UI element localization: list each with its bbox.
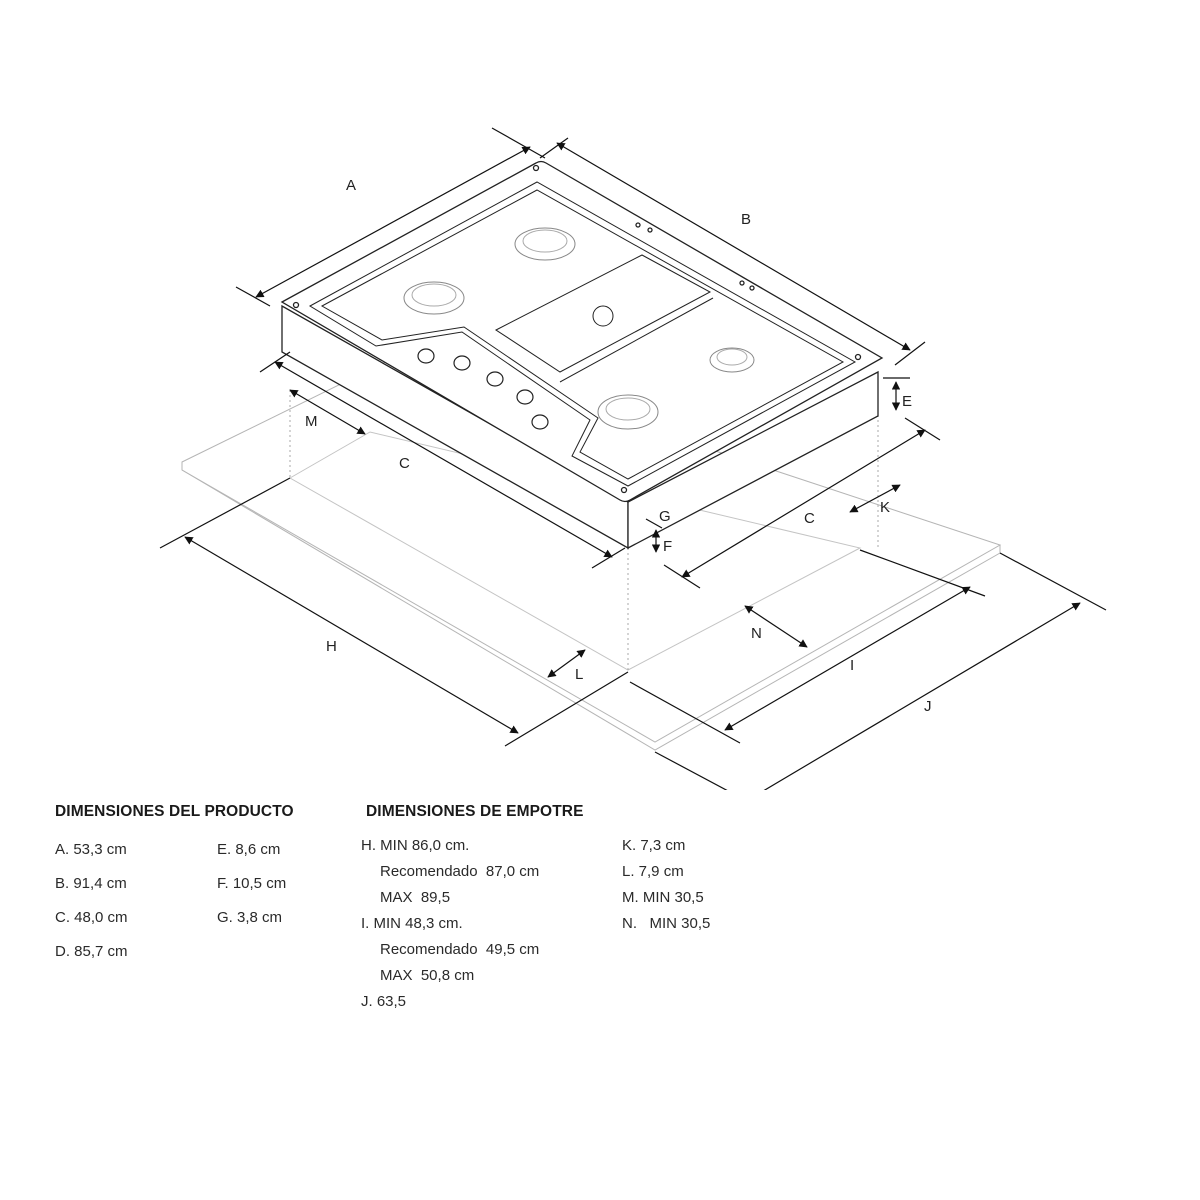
dim-A: A. 53,3 cm	[55, 841, 127, 858]
label-E: E	[902, 393, 912, 410]
dimension-labels: A B C C E F G H I J K L M N	[305, 177, 932, 715]
label-C-left: C	[399, 455, 410, 472]
wok-burner-center	[592, 305, 614, 327]
label-G: G	[659, 508, 671, 525]
dim-F: F. 10,5 cm	[217, 875, 287, 892]
knob-2	[453, 355, 471, 371]
dimension-lines	[159, 127, 1107, 790]
label-M: M	[305, 413, 318, 430]
dim-M: M. MIN 30,5	[622, 889, 704, 906]
label-C-right: C	[804, 510, 815, 527]
label-N: N	[751, 625, 762, 642]
label-B: B	[741, 211, 751, 228]
dim-G: G. 3,8 cm	[217, 909, 283, 926]
dim-E: E. 8,6 cm	[217, 841, 281, 858]
label-J: J	[924, 698, 932, 715]
dim-I-max: MAX 50,8 cm	[380, 967, 475, 984]
dim-L: L. 7,9 cm	[622, 863, 684, 880]
dim-I: I. MIN 48,3 cm.	[361, 915, 463, 932]
knob-3	[486, 371, 504, 387]
dim-J: J. 63,5	[361, 993, 407, 1010]
label-A: A	[346, 177, 356, 194]
product-dimensions-title: DIMENSIONES DEL PRODUCTO	[55, 803, 294, 820]
dim-B: B. 91,4 cm	[55, 875, 127, 892]
dim-N: N. MIN 30,5	[622, 915, 711, 932]
label-H: H	[326, 638, 337, 655]
label-L: L	[575, 666, 583, 683]
dim-H-recommended: Recomendado 87,0 cm	[380, 863, 540, 880]
label-I: I	[850, 657, 854, 674]
dim-H-max: MAX 89,5	[380, 889, 451, 906]
knob-4	[516, 389, 534, 405]
dim-K: K. 7,3 cm	[622, 837, 686, 854]
dim-I-recommended: Recomendado 49,5 cm	[380, 941, 540, 958]
cutout-dimensions-title: DIMENSIONES DE EMPOTRE	[366, 803, 584, 820]
cooktop-installation-diagram: A B C C E F G H I J K L M N	[159, 127, 1107, 790]
dim-D: D. 85,7 cm	[55, 943, 128, 960]
label-K: K	[880, 499, 890, 516]
label-F: F	[663, 538, 672, 555]
cooktop	[280, 160, 884, 550]
dim-H: H. MIN 86,0 cm.	[361, 837, 470, 854]
knob-5	[531, 414, 549, 430]
dim-C: C. 48,0 cm	[55, 909, 128, 926]
knob-1	[417, 348, 435, 364]
